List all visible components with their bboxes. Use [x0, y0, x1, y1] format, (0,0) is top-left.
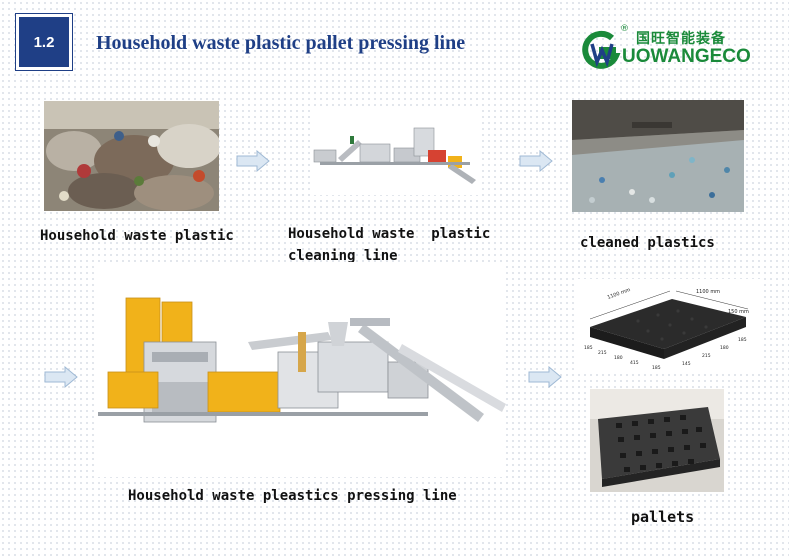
- pallet-dim-b4: 415: [630, 360, 639, 366]
- cleaning-line-photo: [310, 110, 482, 195]
- pallet-dim-top-right: 1100 mm: [696, 289, 720, 295]
- waste-plastic-label: Household waste plastic: [40, 226, 234, 247]
- cleaned-plastics-photo: [572, 100, 744, 212]
- pallet-dim-b5: 185: [652, 365, 661, 371]
- pallet-photo: [590, 389, 724, 492]
- slide-number-badge: 1.2: [16, 14, 72, 70]
- waste-plastic-photo: [44, 101, 219, 211]
- flow-arrow-icon: [528, 366, 562, 388]
- flow-arrow-icon: [236, 150, 270, 172]
- logo-chinese-text: 国旺智能装备: [636, 28, 726, 48]
- logo-english-text: UOWANGECO: [622, 46, 751, 68]
- registered-mark: ®: [620, 24, 629, 34]
- gw-logo-icon: [582, 30, 622, 70]
- pressing-line-label: Household waste pleastics pressing line: [128, 486, 457, 507]
- cleaned-plastics-label: cleaned plastics: [580, 233, 715, 254]
- pallet-dim-b9: 185: [738, 337, 747, 343]
- pallet-dimension-drawing: 1100 mm 1100 mm 150 mm 185 215 180 415 1…: [578, 279, 760, 374]
- pallet-dim-b2: 215: [598, 350, 607, 356]
- pallet-dim-height: 150 mm: [728, 309, 749, 315]
- company-logo: ® 国旺智能装备 UOWANGECO: [582, 24, 742, 74]
- pallet-dim-b3: 180: [614, 355, 623, 361]
- flow-arrow-icon: [519, 150, 553, 172]
- pallet-dim-b7: 215: [702, 353, 711, 359]
- pressing-line-photo: [98, 262, 506, 477]
- pallet-dim-b6: 145: [682, 361, 691, 367]
- pallet-dim-b1: 185: [584, 345, 593, 351]
- page-title: Household waste plastic pallet pressing …: [96, 32, 465, 55]
- pallets-label: pallets: [631, 507, 694, 528]
- slide-number: 1.2: [34, 34, 55, 51]
- flow-arrow-icon: [44, 366, 78, 388]
- pallet-dim-b8: 180: [720, 345, 729, 351]
- cleaning-line-label-line1: Household waste plastic: [288, 224, 490, 245]
